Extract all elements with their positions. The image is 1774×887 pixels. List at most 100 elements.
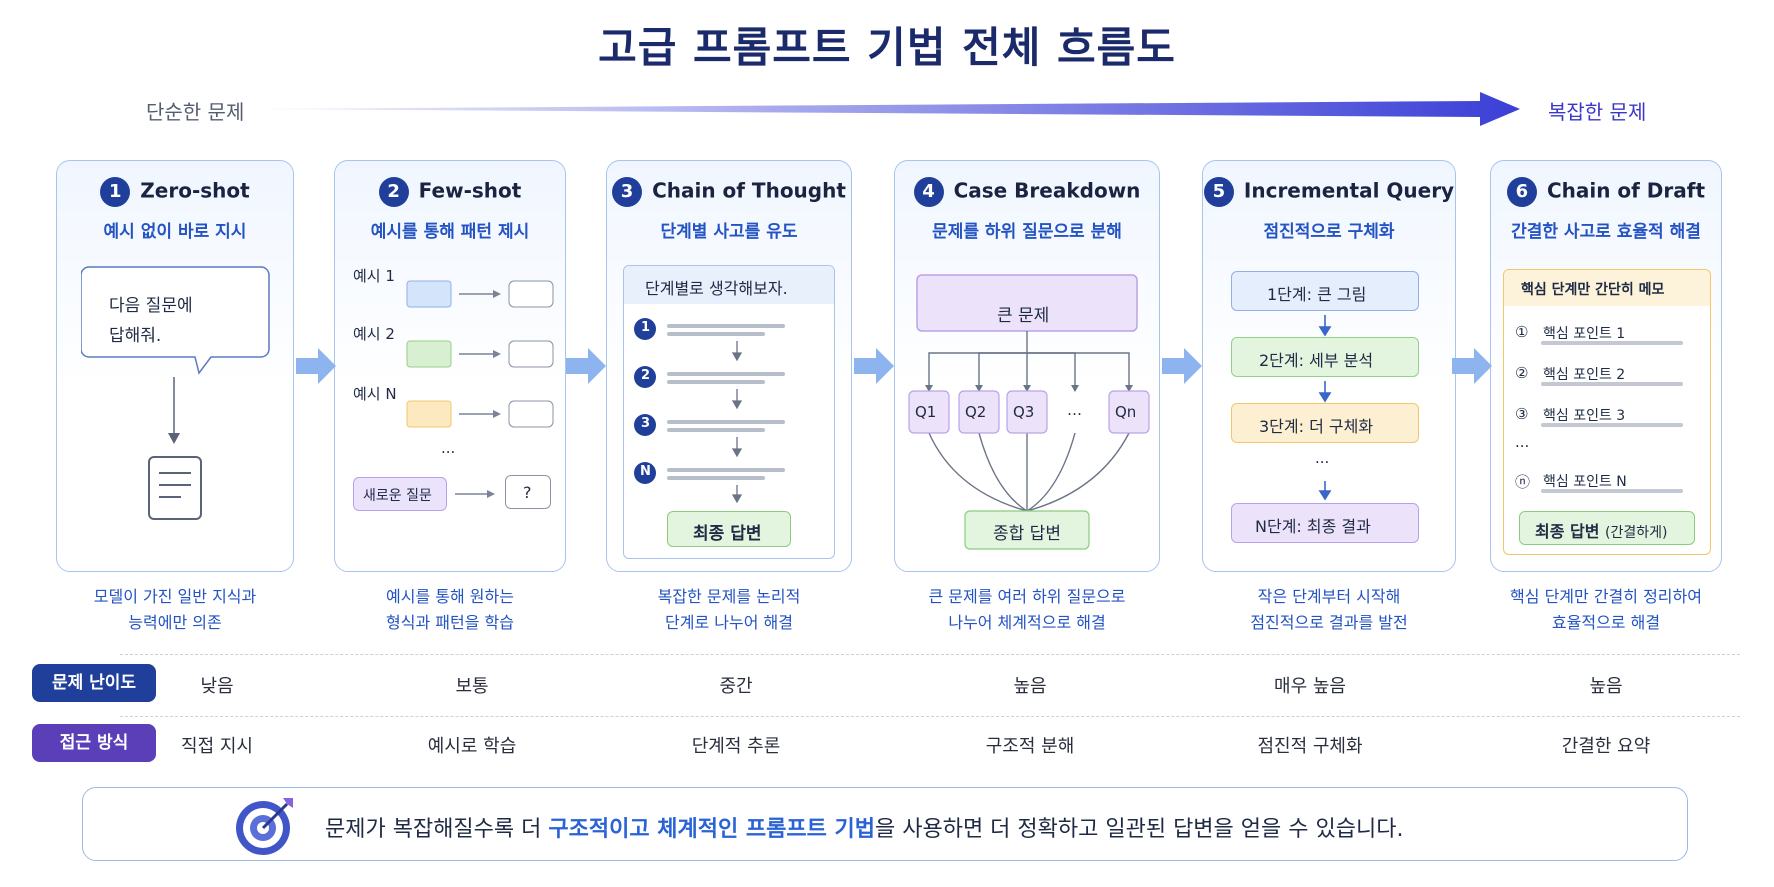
stage-label-3: 3단계: 더 구체화: [1259, 417, 1374, 436]
final-answer-label: 최종 답변 (간결하게): [1535, 522, 1668, 541]
difficulty-case-breakdown: 높음: [1013, 676, 1047, 697]
example-label-2: 예시 2: [353, 325, 395, 343]
bubble-line-1: 다음 질문에: [109, 296, 193, 316]
down-arrow-icon: [168, 377, 180, 444]
synthesis-label: 종합 답변: [993, 524, 1061, 544]
flow-arrow-1-2: [296, 348, 336, 384]
point-mark-3: ③: [1515, 405, 1529, 423]
difficulty-zero-shot: 낮음: [200, 676, 234, 697]
card-subtitle: 예시를 통해 패턴 제시: [370, 222, 530, 242]
card-subtitle: 단계별 사고를 유도: [660, 222, 798, 242]
approach-chain-of-draft: 간결한 요약: [1561, 736, 1651, 757]
final-answer-box: [667, 511, 791, 547]
reasoning-panel: [623, 265, 835, 559]
row-label-approach: 접근 방식: [32, 724, 156, 762]
big-problem-label: 큰 문제: [997, 306, 1050, 326]
right-arrow-icon: [455, 490, 495, 498]
card-subtitle: 예시 없이 바로 지시: [103, 222, 247, 242]
row-label-difficulty: 문제 난이도: [32, 664, 156, 702]
reasoning-panel-title: 단계별로 생각해보자.: [645, 279, 788, 298]
approach-zero-shot: 직접 지시: [181, 736, 253, 757]
progression-start-label: 단순한 문제: [146, 100, 245, 124]
subquestion-1: Q1: [915, 403, 937, 421]
row-divider: [120, 716, 1740, 717]
stage-box-n: [1231, 503, 1419, 543]
step-number-2: 2: [641, 368, 651, 383]
approach-incremental-query: 점진적 구체화: [1257, 736, 1363, 757]
breakdown-tree: [908, 274, 1150, 550]
new-question-label: 새로운 질문: [363, 488, 432, 504]
step-number-3: 3: [641, 416, 651, 431]
example-label-n: 예시 N: [353, 385, 397, 403]
row-divider: [120, 654, 1740, 655]
step-number-1: 1: [641, 320, 651, 335]
example-label-1: 예시 1: [353, 267, 395, 285]
stage-label-n: N단계: 최종 결과: [1255, 517, 1371, 536]
reasoning-panel-header: [624, 266, 834, 304]
point-label-1: 핵심 포인트 1: [1543, 326, 1626, 342]
summary-text: 문제가 복잡해질수록 더 구조적이고 체계적인 프롬프트 기법을 사용하면 더 …: [325, 817, 1404, 842]
speech-bubble: [81, 266, 270, 375]
memo-panel: [1503, 269, 1711, 555]
progression-end-label: 복잡한 문제: [1548, 100, 1647, 124]
stage-box-3: [1231, 403, 1419, 443]
document-icon: [148, 456, 202, 520]
final-answer-box: [1519, 511, 1695, 545]
point-ellipsis: ...: [1515, 433, 1530, 451]
flow-arrow-3-4: [854, 348, 894, 384]
new-question-box: [353, 477, 447, 511]
card-subtitle: 점진적으로 구체화: [1263, 222, 1395, 242]
difficulty-chain-of-thought: 중간: [719, 676, 753, 697]
difficulty-chain-of-draft: 높음: [1589, 676, 1623, 697]
bubble-line-2: 답해줘.: [109, 326, 162, 346]
memo-lines: [1541, 341, 1683, 493]
flow-arrow-2-3: [566, 348, 606, 384]
approach-chain-of-thought: 단계적 추론: [691, 736, 781, 757]
question-mark: ?: [523, 483, 532, 502]
subquestion-3: Q3: [1013, 403, 1035, 421]
complexity-arrow: [250, 92, 1520, 126]
card-subtitle: 문제를 하위 질문으로 분해: [932, 222, 1122, 242]
target-icon: [236, 798, 293, 855]
point-label-3: 핵심 포인트 3: [1543, 408, 1626, 424]
memo-panel-header: [1504, 270, 1710, 306]
stage-label-1: 1단계: 큰 그림: [1267, 285, 1367, 304]
flow-arrow-5-6: [1452, 348, 1492, 384]
summary-callout: 문제가 복잡해질수록 더 구조적이고 체계적인 프롬프트 기법을 사용하면 더 …: [82, 787, 1688, 861]
point-label-2: 핵심 포인트 2: [1543, 367, 1626, 383]
approach-case-breakdown: 구조적 분해: [985, 736, 1075, 757]
stage-ellipsis: ...: [1315, 449, 1330, 467]
difficulty-incremental-query: 매우 높음: [1274, 676, 1346, 697]
stage-box-1: [1231, 271, 1419, 311]
reasoning-steps: [634, 318, 785, 504]
point-mark-1: ①: [1515, 323, 1529, 341]
step-number-n: N: [640, 464, 651, 479]
point-mark-2: ②: [1515, 364, 1529, 382]
subquestion-2: Q2: [965, 403, 987, 421]
example-pairs: [406, 280, 554, 428]
page-title: 고급 프롬프트 기법 전체 흐름도: [598, 23, 1176, 72]
final-answer-label: 최종 답변: [693, 524, 762, 544]
stage-label-2: 2단계: 세부 분석: [1259, 351, 1374, 370]
approach-few-shot: 예시로 학습: [427, 736, 517, 757]
answer-placeholder-box: [505, 475, 551, 509]
stage-box-2: [1231, 337, 1419, 377]
